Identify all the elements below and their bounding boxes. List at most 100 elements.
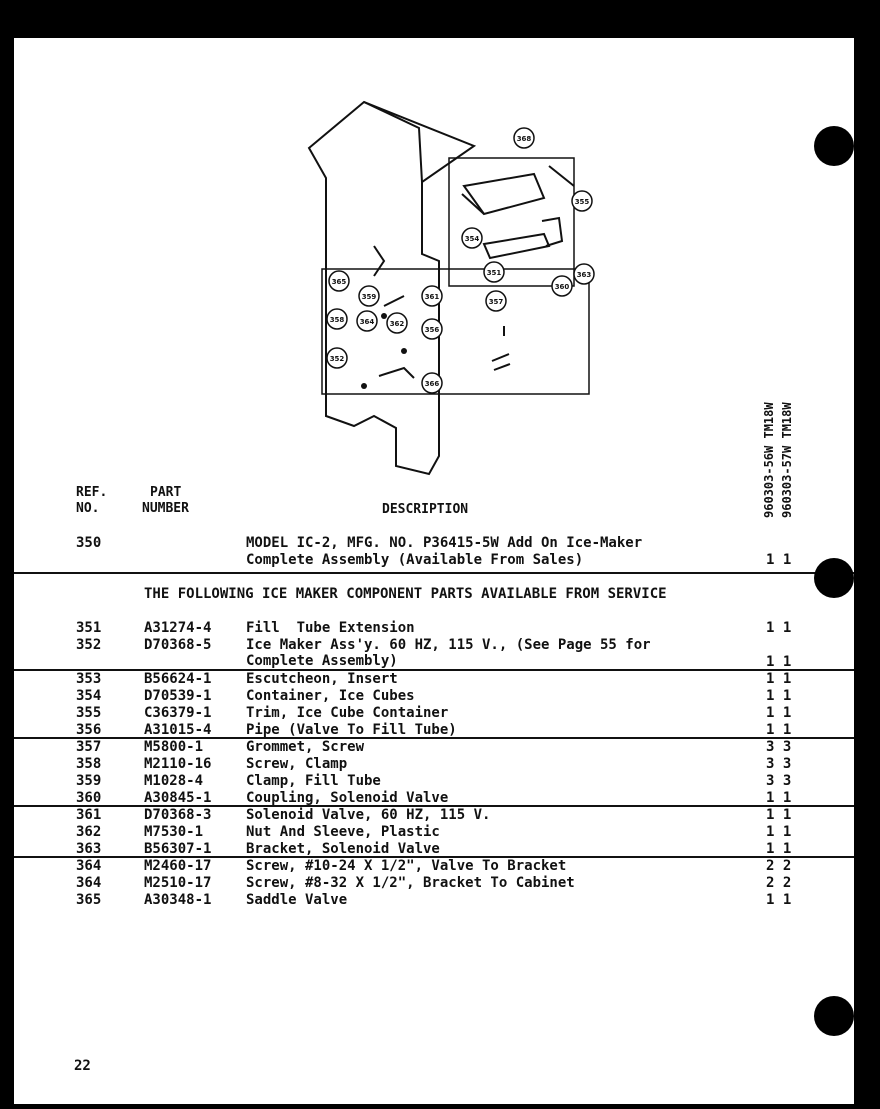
model-number-2: 960303-57W TM18W [780, 402, 794, 518]
callout-label: 363 [577, 271, 592, 279]
row-desc: Fill Tube Extension [246, 620, 415, 636]
service-banner: THE FOLLOWING ICE MAKER COMPONENT PARTS … [144, 586, 667, 602]
part-header-line1: PART [150, 485, 182, 500]
row-part: A31015-4 [144, 722, 212, 738]
row-part: D70368-5 [144, 637, 212, 653]
parts-page: 368 355 354 351 363 360 361 365 359 357 … [14, 38, 854, 1104]
row-part: M7530-1 [144, 824, 204, 840]
callout-label: 365 [332, 278, 347, 286]
callout-label: 355 [575, 198, 590, 206]
callout-label: 361 [425, 293, 440, 301]
row-desc: Grommet, Screw [246, 739, 365, 755]
row-ref: 363 [76, 841, 102, 857]
row-qty: 1 1 [766, 552, 792, 568]
row-ref: 360 [76, 790, 102, 806]
binder-hole-icon [814, 996, 854, 1036]
row-desc: Screw, #8-32 X 1/2", Bracket To Cabinet [246, 875, 575, 891]
row-ref: 364 [76, 875, 102, 891]
callout-label: 351 [487, 269, 502, 277]
row-ref: 350 [76, 535, 102, 551]
row-desc: Coupling, Solenoid Valve [246, 790, 449, 806]
row-qty: 3 3 [766, 739, 792, 755]
row-qty: 1 1 [766, 620, 792, 636]
row-desc: Container, Ice Cubes [246, 688, 415, 704]
row-desc: Clamp, Fill Tube [246, 773, 381, 789]
row-qty: 1 1 [766, 807, 792, 823]
row-ref: 361 [76, 807, 102, 823]
description-header: DESCRIPTION [382, 502, 469, 517]
row-part: M1028-4 [144, 773, 204, 789]
row-part: B56624-1 [144, 671, 212, 687]
row-qty: 1 1 [766, 841, 792, 857]
row-part: M2110-16 [144, 756, 212, 772]
callout-label: 357 [489, 298, 504, 306]
row-ref: 364 [76, 858, 102, 874]
callout-label: 360 [555, 283, 570, 291]
section-rule [14, 572, 854, 574]
callout-label: 364 [360, 318, 375, 326]
row-desc: Saddle Valve [246, 892, 348, 908]
callout-label: 366 [425, 380, 440, 388]
row-part: A30348-1 [144, 892, 212, 908]
page-number: 22 [74, 1058, 91, 1074]
row-qty: 2 2 [766, 875, 792, 891]
ref-header-line1: REF. [76, 485, 108, 500]
row-ref: 355 [76, 705, 102, 721]
row-qty: 1 1 [766, 671, 792, 687]
row-part: M5800-1 [144, 739, 204, 755]
callout-label: 354 [465, 235, 480, 243]
callout-label: 359 [362, 293, 377, 301]
row-desc: Screw, Clamp [246, 756, 348, 772]
row-qty: 1 1 [766, 705, 792, 721]
row-ref: 365 [76, 892, 102, 908]
row-qty: 1 1 [766, 892, 792, 908]
row-qty: 3 3 [766, 773, 792, 789]
row-part: A31274-4 [144, 620, 212, 636]
callout-label: 356 [425, 326, 440, 334]
callout-label: 362 [390, 320, 405, 328]
row-ref: 362 [76, 824, 102, 840]
row-qty: 1 1 [766, 790, 792, 806]
part-header-line2: NUMBER [142, 501, 189, 516]
row-ref: 358 [76, 756, 102, 772]
row-ref: 353 [76, 671, 102, 687]
binder-hole-icon [814, 558, 854, 598]
row-rule [14, 856, 854, 858]
row-part: C36379-1 [144, 705, 212, 721]
binder-hole-icon [814, 126, 854, 166]
row-part: B56307-1 [144, 841, 212, 857]
row-rule [14, 737, 854, 739]
row-ref: 351 [76, 620, 102, 636]
model-number-1: 960303-56W TM18W [762, 402, 776, 518]
row-qty: 1 1 [766, 722, 792, 738]
ice-maker-exploded-diagram: 368 355 354 351 363 360 361 365 359 357 … [307, 100, 595, 476]
row-desc: Screw, #10-24 X 1/2", Valve To Bracket [246, 858, 567, 874]
row-desc-cont: Complete Assembly (Available From Sales) [246, 552, 584, 568]
row-rule [14, 805, 854, 807]
row-desc: Ice Maker Ass'y. 60 HZ, 115 V., (See Pag… [246, 637, 651, 653]
ref-header-line2: NO. [76, 501, 100, 516]
row-qty: 3 3 [766, 756, 792, 772]
row-part: D70368-3 [144, 807, 212, 823]
row-part: M2510-17 [144, 875, 212, 891]
row-desc-cont: Complete Assembly) [246, 653, 398, 669]
callout-label: 368 [517, 135, 532, 143]
row-desc: Nut And Sleeve, Plastic [246, 824, 440, 840]
row-desc: Bracket, Solenoid Valve [246, 841, 440, 857]
row-qty: 1 1 [766, 654, 792, 670]
row-desc: Pipe (Valve To Fill Tube) [246, 722, 457, 738]
row-ref: 357 [76, 739, 102, 755]
row-qty: 1 1 [766, 824, 792, 840]
row-part: A30845-1 [144, 790, 212, 806]
row-qty: 1 1 [766, 688, 792, 704]
row-ref: 352 [76, 637, 102, 653]
row-ref: 359 [76, 773, 102, 789]
row-rule [14, 669, 854, 671]
row-part: D70539-1 [144, 688, 212, 704]
row-desc: Solenoid Valve, 60 HZ, 115 V. [246, 807, 491, 823]
callout-label: 358 [330, 316, 345, 324]
row-ref: 354 [76, 688, 102, 704]
row-desc: Escutcheon, Insert [246, 671, 398, 687]
row-qty: 2 2 [766, 858, 792, 874]
row-desc: MODEL IC-2, MFG. NO. P36415-5W Add On Ic… [246, 535, 643, 551]
